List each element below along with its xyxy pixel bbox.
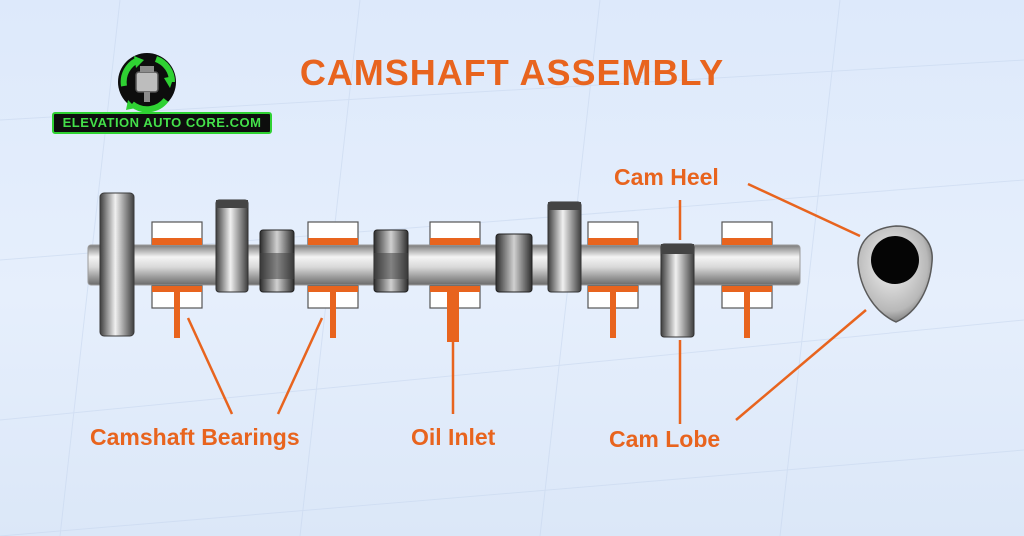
label-oil-inlet: Oil Inlet xyxy=(411,424,496,450)
leader-lines xyxy=(186,182,867,424)
label-cam-lobe: Cam Lobe xyxy=(609,426,721,452)
recycle-injector-icon xyxy=(118,53,176,113)
bearing-5 xyxy=(721,221,773,338)
bearing-3 xyxy=(429,221,481,342)
cam-lobe-3 xyxy=(660,243,695,338)
cam-lobe-1 xyxy=(215,199,249,293)
cam-lobe-2 xyxy=(547,201,582,293)
bearing-4 xyxy=(587,221,639,338)
brand-logo: ELEVATION AUTO CORE.COM xyxy=(52,50,272,140)
cam-lobe-end-view xyxy=(857,225,933,323)
logo-text: ELEVATION AUTO CORE.COM xyxy=(52,112,272,134)
bearing-2 xyxy=(307,221,359,338)
journal-3 xyxy=(495,233,533,293)
label-cam-heel: Cam Heel xyxy=(614,164,719,190)
timing-flange xyxy=(99,192,135,337)
label-camshaft-bearings: Camshaft Bearings xyxy=(90,424,300,450)
bearing-1 xyxy=(151,221,203,338)
page-title: CAMSHAFT ASSEMBLY xyxy=(299,52,725,93)
